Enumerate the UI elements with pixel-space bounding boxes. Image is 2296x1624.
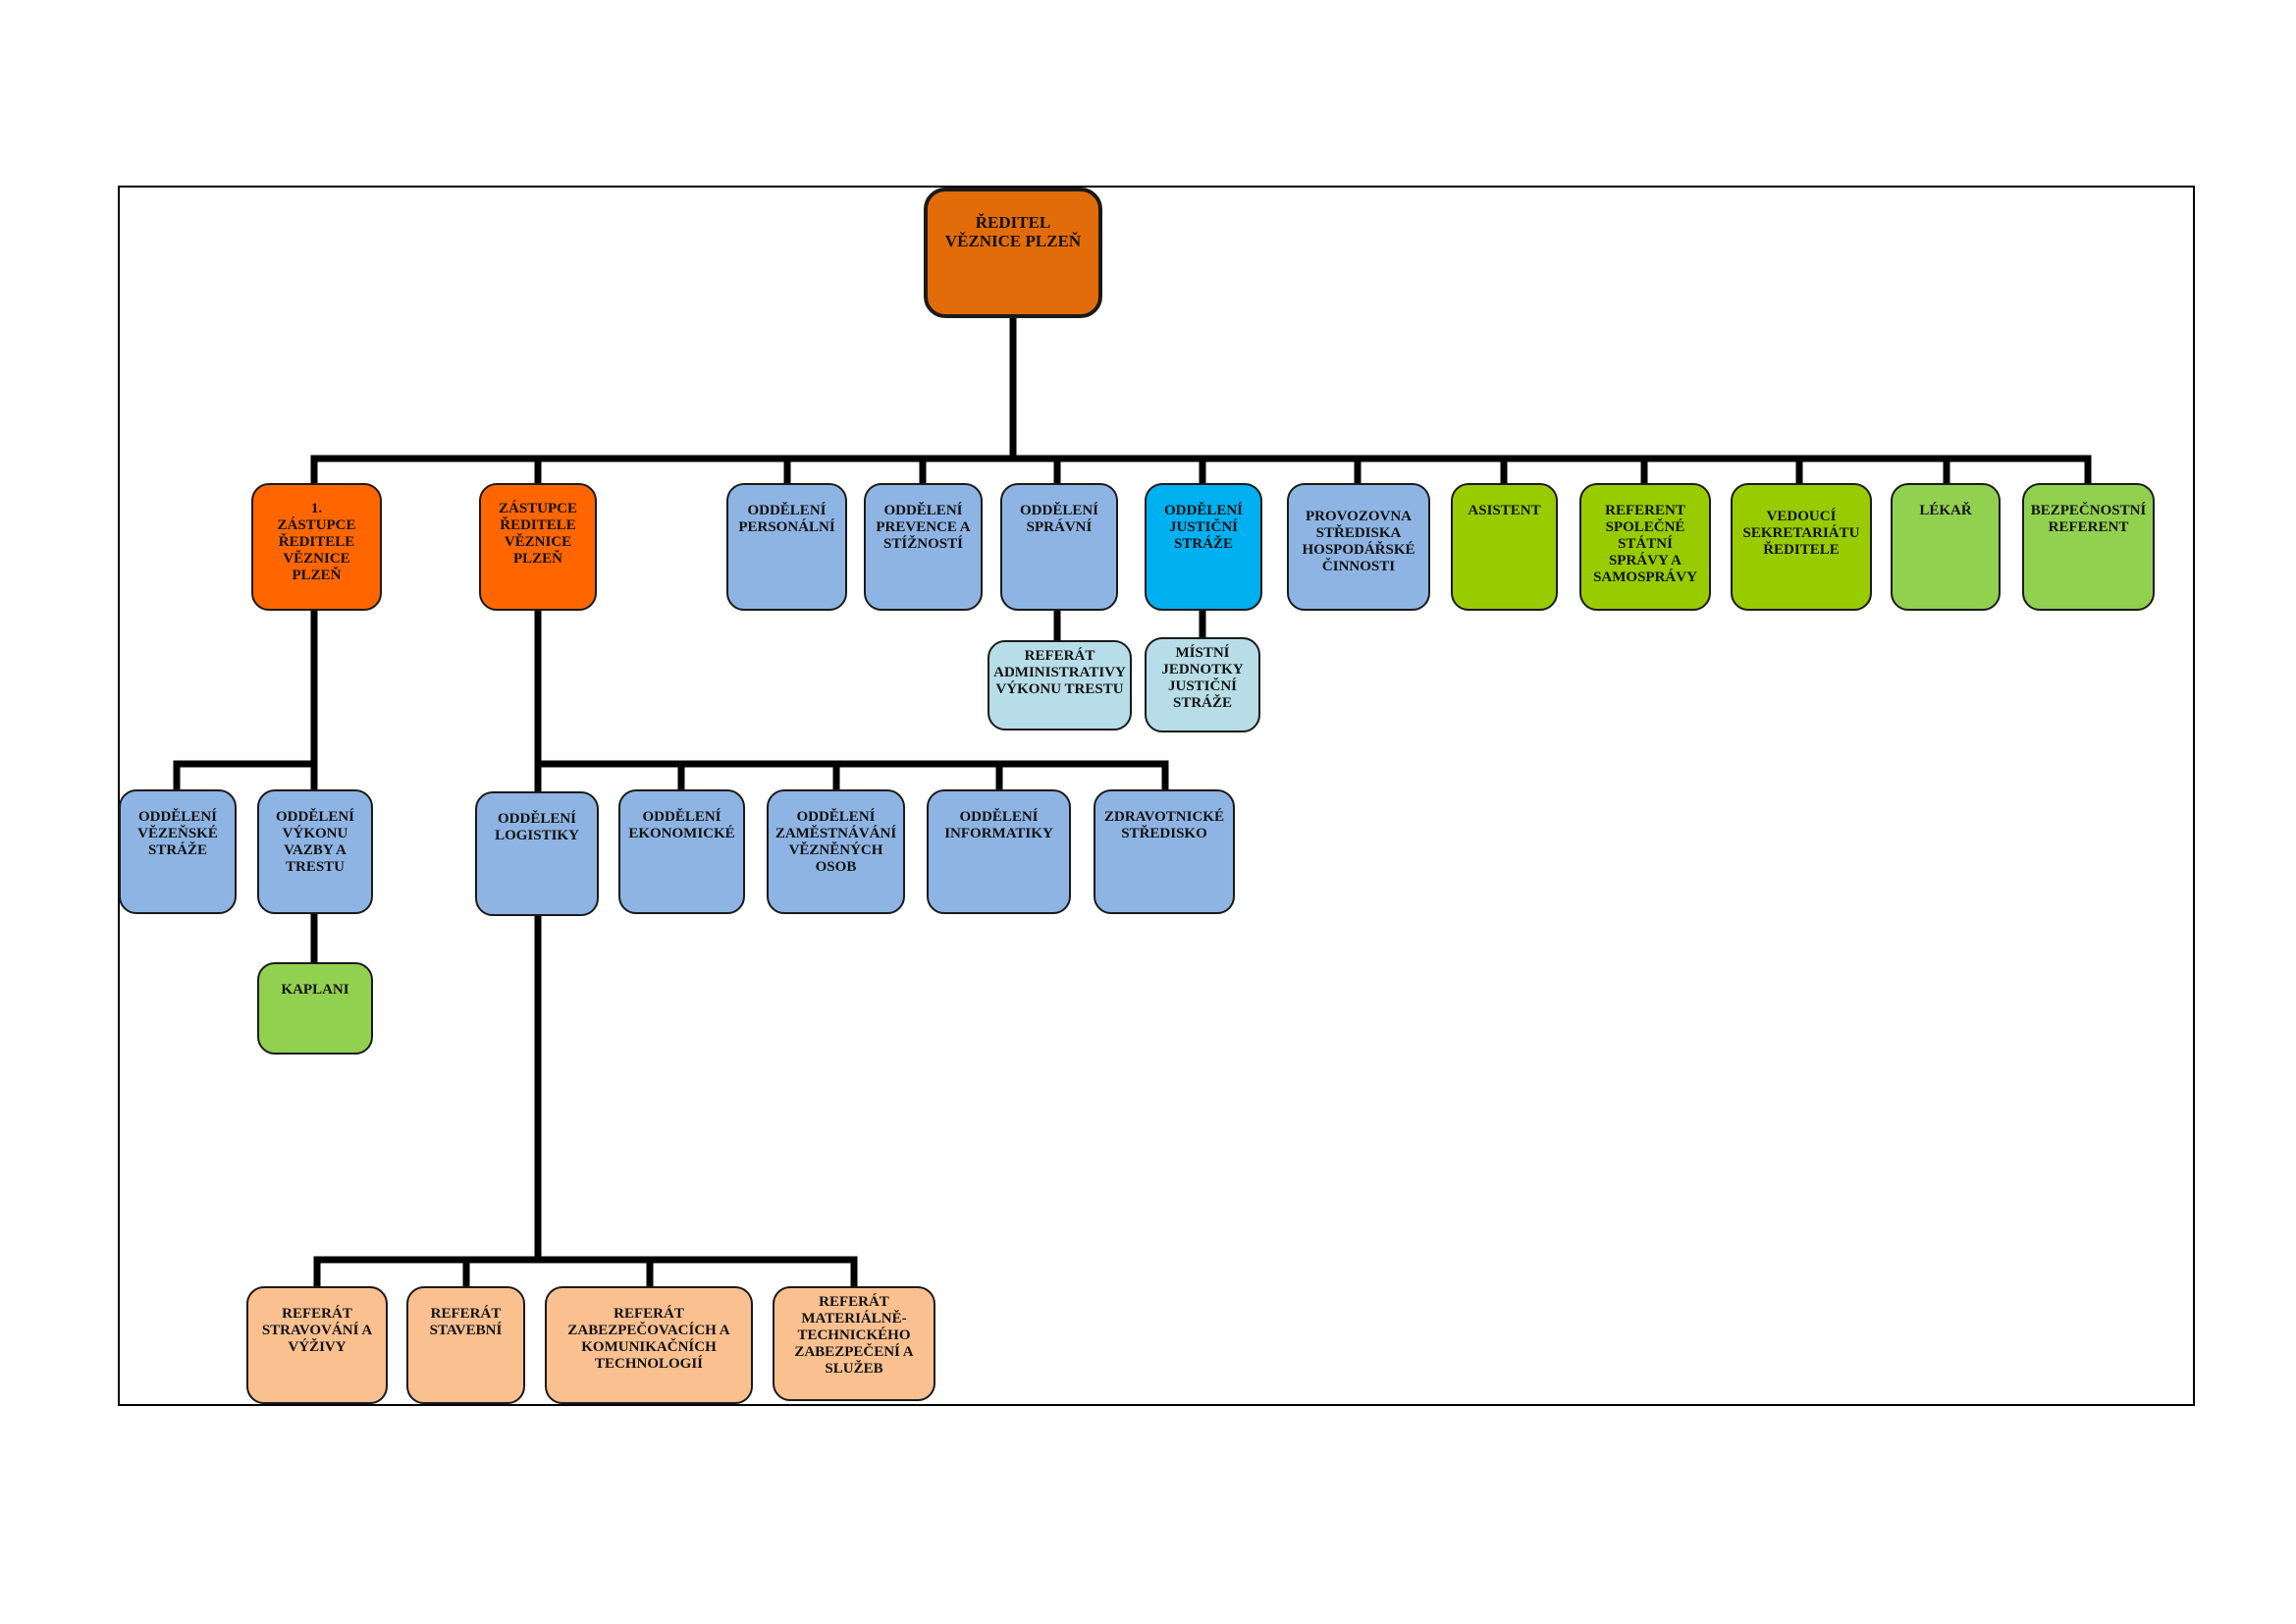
security-tech-referat-box[interactable]: REFERÁT ZABEZPEČOVACÍCH A KOMUNIKAČNÍCH … — [545, 1286, 753, 1404]
local-units-box[interactable]: MÍSTNÍ JEDNOTKY JUSTIČNÍ STRÁŽE — [1145, 637, 1260, 732]
chart-frame — [118, 186, 2195, 1406]
prevention-dept-box[interactable]: ODDĚLENÍ PREVENCE A STÍŽNOSTÍ — [864, 483, 983, 611]
assistant-box[interactable]: ASISTENT — [1451, 483, 1558, 611]
prison-guard-dept-box[interactable]: ODDĚLENÍ VĚZEŇSKÉ STRÁŽE — [119, 789, 237, 914]
justice-guard-dept-box[interactable]: ODDĚLENÍ JUSTIČNÍ STRÁŽE — [1145, 483, 1262, 611]
building-referat-box[interactable]: REFERÁT STAVEBNÍ — [406, 1286, 525, 1404]
administrative-dept-box[interactable]: ODDĚLENÍ SPRÁVNÍ — [1000, 483, 1118, 611]
personnel-dept-box[interactable]: ODDĚLENÍ PERSONÁLNÍ — [726, 483, 847, 611]
custody-dept-box[interactable]: ODDĚLENÍ VÝKONU VAZBY A TRESTU — [257, 789, 373, 914]
logistics-dept-box[interactable]: ODDĚLENÍ LOGISTIKY — [475, 791, 599, 916]
secretariat-box[interactable]: VEDOUCÍ SEKRETARIÁTU ŘEDITELE — [1731, 483, 1872, 611]
material-referat-box[interactable]: REFERÁT MATERIÁLNĚ- TECHNICKÉHO ZABEZPEČ… — [773, 1286, 935, 1401]
security-referent-box[interactable]: BEZPEČNOSTNÍ REFERENT — [2022, 483, 2155, 611]
catering-referat-box[interactable]: REFERÁT STRAVOVÁNÍ A VÝŽIVY — [246, 1286, 388, 1404]
doctor-box[interactable]: LÉKAŘ — [1891, 483, 2001, 611]
referent-admin-box[interactable]: REFERENT SPOLEČNÉ STÁTNÍ SPRÁVY A SAMOSP… — [1579, 483, 1711, 611]
chaplains-box[interactable]: KAPLANI — [257, 962, 373, 1055]
medical-center-box[interactable]: ZDRAVOTNICKÉ STŘEDISKO — [1094, 789, 1235, 914]
first-deputy-box[interactable]: 1. ZÁSTUPCE ŘEDITELE VĚZNICE PLZEŇ — [251, 483, 382, 611]
deputy-box[interactable]: ZÁSTUPCE ŘEDITELE VĚZNICE PLZEŇ — [479, 483, 597, 611]
director-box[interactable]: ŘEDITEL VĚZNICE PLZEŇ — [924, 188, 1102, 318]
employment-dept-box[interactable]: ODDĚLENÍ ZAMĚSTNÁVÁNÍ VĚZNĚNÝCH OSOB — [767, 789, 905, 914]
economic-dept-box[interactable]: ODDĚLENÍ EKONOMICKÉ — [618, 789, 745, 914]
workshop-box[interactable]: PROVOZOVNA STŘEDISKA HOSPODÁŘSKÉ ČINNOST… — [1287, 483, 1430, 611]
admin-referat-box[interactable]: REFERÁT ADMINISTRATIVY VÝKONU TRESTU — [988, 640, 1132, 731]
it-dept-box[interactable]: ODDĚLENÍ INFORMATIKY — [927, 789, 1071, 914]
